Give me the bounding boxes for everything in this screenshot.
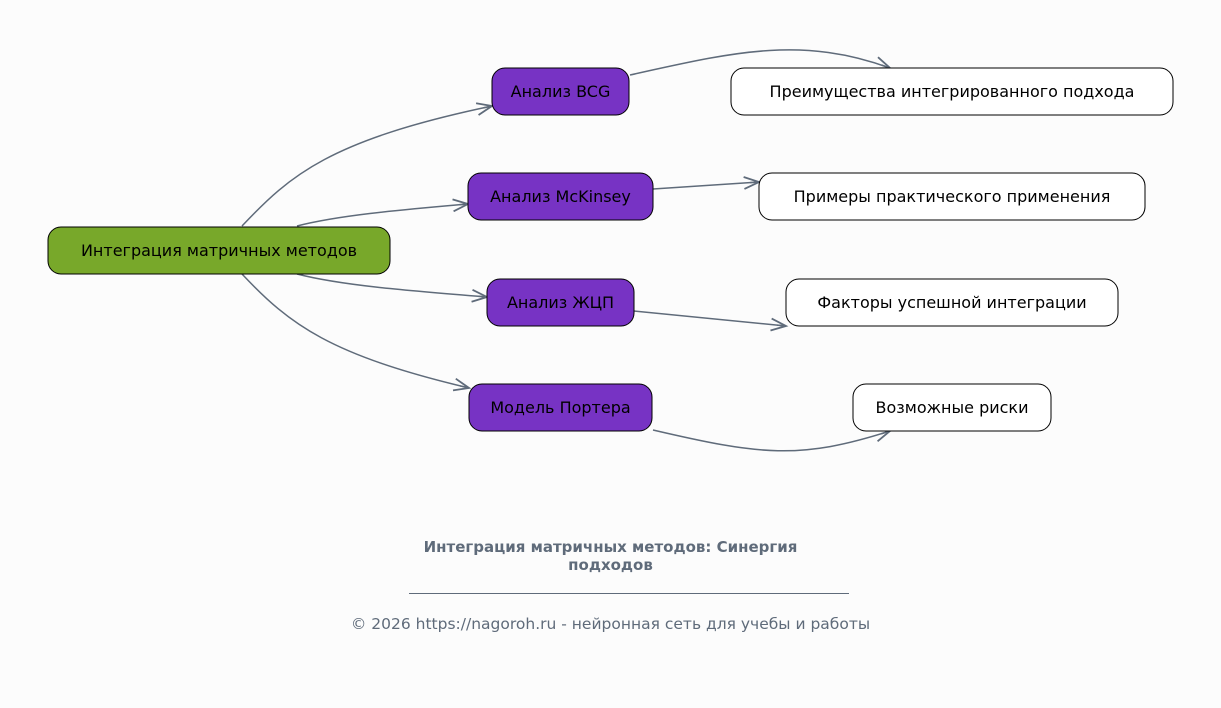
edge-root-bcg — [241, 102, 495, 227]
edge-mckinsey-examples — [652, 176, 762, 190]
edge-root-porter — [241, 273, 472, 392]
divider — [409, 593, 849, 594]
root-node[interactable]: Интеграция матричных методов — [47, 226, 391, 275]
outcome-node-advantages[interactable]: Преимущества интегрированного подхода — [730, 67, 1174, 116]
diagram-title: Интеграция матричных методов: Синергия п… — [0, 538, 1221, 574]
method-label: Анализ McKinsey — [490, 187, 631, 206]
method-label: Модель Портера — [490, 398, 630, 417]
outcome-node-examples[interactable]: Примеры практического применения — [758, 172, 1146, 221]
edge-lifecycle-factors — [633, 310, 789, 332]
outcome-label: Возможные риски — [876, 398, 1029, 417]
method-node-porter[interactable]: Модель Портера — [468, 383, 653, 432]
copyright-footer: © 2026 https://nagoroh.ru - нейронная се… — [350, 615, 871, 633]
method-label: Анализ ЖЦП — [507, 293, 614, 312]
edge-root-lifecycle — [296, 273, 490, 303]
outcome-node-factors[interactable]: Факторы успешной интеграции — [785, 278, 1119, 327]
root-node-label: Интеграция матричных методов — [81, 241, 357, 260]
edge-root-mckinsey — [296, 198, 471, 227]
method-node-mckinsey[interactable]: Анализ McKinsey — [467, 172, 654, 221]
method-node-lifecycle[interactable]: Анализ ЖЦП — [486, 278, 635, 327]
outcome-label: Факторы успешной интеграции — [817, 293, 1086, 312]
edge-bcg-advantages — [629, 49, 893, 76]
outcome-label: Преимущества интегрированного подхода — [770, 82, 1135, 101]
outcome-label: Примеры практического применения — [794, 187, 1111, 206]
edge-porter-risks — [652, 428, 893, 452]
method-label: Анализ BCG — [511, 82, 611, 101]
method-node-bcg[interactable]: Анализ BCG — [491, 67, 630, 116]
diagram-title-text: Интеграция матричных методов: Синергия п… — [423, 538, 798, 574]
outcome-node-risks[interactable]: Возможные риски — [852, 383, 1052, 432]
